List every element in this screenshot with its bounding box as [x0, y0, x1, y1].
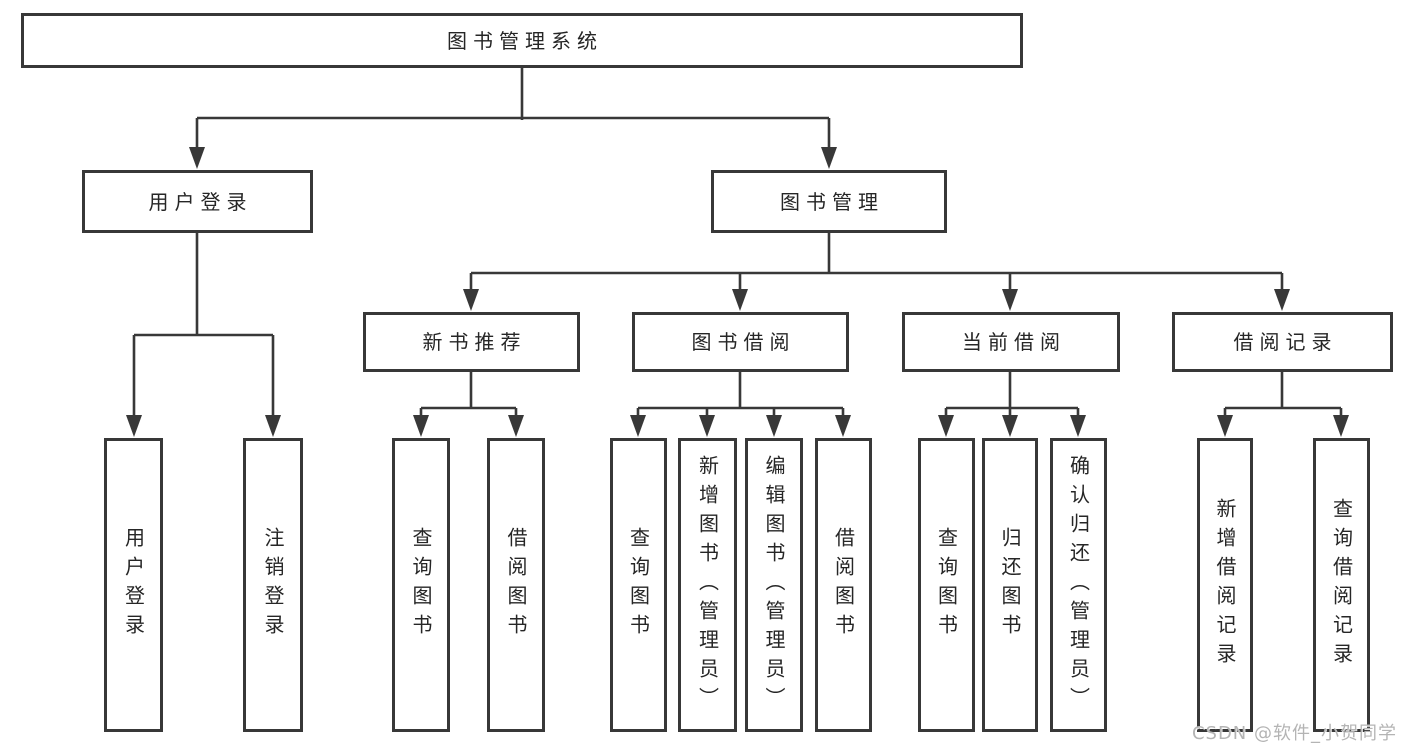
leaf-user-login: 用户登录: [104, 438, 163, 732]
arrow-down-icon: [732, 289, 748, 311]
leaf-query-books-current: 查询图书: [918, 438, 975, 732]
arrow-down-icon: [1333, 415, 1349, 437]
arrow-down-icon: [265, 415, 281, 437]
node-borrowing-records: 借阅记录: [1172, 312, 1393, 372]
arrow-down-icon: [1002, 415, 1018, 437]
arrow-down-icon: [1274, 289, 1290, 311]
leaf-edit-book-admin: 编辑图书（管理员）: [745, 438, 803, 732]
node-book-management: 图书管理: [711, 170, 947, 233]
leaf-return-books: 归还图书: [982, 438, 1038, 732]
leaf-query-borrow-record: 查询借阅记录: [1313, 438, 1370, 732]
arrow-down-icon: [835, 415, 851, 437]
node-current-borrowing: 当前借阅: [902, 312, 1120, 372]
arrow-down-icon: [766, 415, 782, 437]
arrow-down-icon: [463, 289, 479, 311]
node-library-management-system: 图书管理系统: [21, 13, 1023, 68]
watermark: CSDN @软件_小贺同学: [1191, 723, 1397, 744]
arrow-down-icon: [413, 415, 429, 437]
arrow-down-icon: [126, 415, 142, 437]
leaf-confirm-return-admin: 确认归还（管理员）: [1050, 438, 1107, 732]
arrow-down-icon: [630, 415, 646, 437]
arrow-down-icon: [1070, 415, 1086, 437]
arrow-down-icon: [189, 147, 205, 169]
leaf-query-books-borrowing: 查询图书: [610, 438, 667, 732]
leaf-query-books-recommend: 查询图书: [392, 438, 450, 732]
arrow-down-icon: [938, 415, 954, 437]
arrow-down-icon: [699, 415, 715, 437]
node-book-borrowing: 图书借阅: [632, 312, 849, 372]
arrow-down-icon: [1217, 415, 1233, 437]
leaf-add-book-admin: 新增图书（管理员）: [678, 438, 737, 732]
leaf-logout: 注销登录: [243, 438, 303, 732]
node-new-book-recommendation: 新书推荐: [363, 312, 580, 372]
arrow-down-icon: [1002, 289, 1018, 311]
arrow-down-icon: [508, 415, 524, 437]
leaf-borrow-books: 借阅图书: [815, 438, 872, 732]
leaf-borrow-books-recommend: 借阅图书: [487, 438, 545, 732]
node-user-login: 用户登录: [82, 170, 313, 233]
arrow-down-icon: [821, 147, 837, 169]
leaf-add-borrow-record: 新增借阅记录: [1197, 438, 1253, 732]
